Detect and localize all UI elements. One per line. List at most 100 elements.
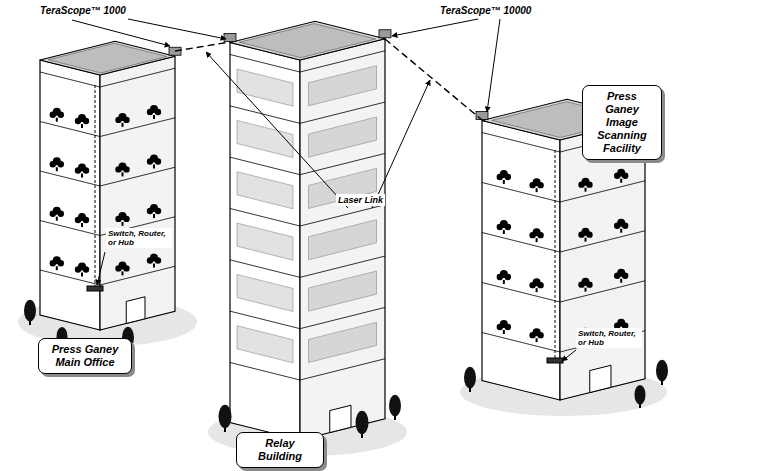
workstation-icon <box>153 115 155 119</box>
roof <box>230 21 385 60</box>
floor-line <box>482 181 645 202</box>
workstation-icon <box>536 288 538 292</box>
workstation-icon <box>75 167 81 173</box>
window-band <box>309 271 377 311</box>
workstation-icon <box>81 124 83 128</box>
workstation-icon <box>529 232 535 238</box>
workstation-icon <box>75 118 81 124</box>
leader-line <box>72 20 170 46</box>
workstation-icon <box>122 172 124 176</box>
building-label: Relay Building <box>236 432 324 468</box>
workstation-icon <box>585 188 587 192</box>
floor-line <box>230 51 385 72</box>
window-band <box>309 322 377 362</box>
workstation-icon <box>115 117 121 123</box>
workstation-icon <box>147 109 153 115</box>
tree <box>24 300 36 322</box>
workstation-icon <box>585 288 587 292</box>
workstation-icon <box>56 167 58 171</box>
tree <box>389 395 401 417</box>
floor-line <box>40 118 175 137</box>
workstation-icon <box>153 214 155 218</box>
terascope-unit <box>224 34 236 42</box>
workstation-icon <box>115 166 121 172</box>
workstation-icon <box>58 161 64 167</box>
workstation-icon <box>122 271 124 275</box>
workstation-icon <box>81 174 83 178</box>
workstation-icon <box>122 123 124 127</box>
workstation-icon <box>83 118 89 124</box>
workstation-icon <box>503 230 505 234</box>
window-band <box>309 66 377 106</box>
workstation-icon <box>58 260 64 266</box>
building-node: Press Ganey Main Office <box>40 36 175 330</box>
workstation-icon <box>153 264 155 268</box>
workstation-icon <box>529 332 535 338</box>
building-face <box>230 43 300 441</box>
workstation-icon <box>537 332 543 338</box>
workstation-icon <box>115 216 121 222</box>
terascope-unit <box>476 112 488 120</box>
tree <box>656 360 668 382</box>
workstation-icon <box>58 112 64 118</box>
workstation-icon <box>155 109 161 115</box>
terascope-unit <box>169 47 181 55</box>
workstation-icon <box>586 181 592 187</box>
tree <box>635 385 646 405</box>
workstation-icon <box>81 223 83 227</box>
floor-line <box>482 231 645 252</box>
leader-line <box>372 80 430 208</box>
workstation-icon <box>622 273 628 279</box>
workstation-icon <box>620 229 622 233</box>
window-band <box>309 117 377 157</box>
workstation-icon <box>123 216 129 222</box>
workstation-icon <box>497 174 503 180</box>
building-face <box>300 39 385 440</box>
workstation-icon <box>155 257 161 263</box>
floor-line <box>230 102 385 123</box>
tree <box>356 411 369 434</box>
workstation-icon <box>75 217 81 223</box>
entrance <box>126 297 145 324</box>
workstation-icon <box>622 223 628 229</box>
workstation-icon <box>75 266 81 272</box>
floor-line <box>40 167 175 186</box>
workstation-icon <box>537 182 543 188</box>
workstation-icon <box>497 274 503 280</box>
window-band <box>237 274 293 311</box>
switch-device <box>547 358 563 363</box>
workstation-icon <box>50 211 56 217</box>
floor-line <box>230 256 385 277</box>
tree <box>219 405 232 428</box>
workstation-icon <box>147 257 153 263</box>
workstation-icon <box>578 181 584 187</box>
window-band <box>237 69 293 106</box>
workstation-icon <box>537 282 543 288</box>
floor-line <box>482 281 645 302</box>
workstation-icon <box>536 188 538 192</box>
window-band <box>237 172 293 209</box>
workstation-icon <box>620 179 622 183</box>
workstation-icon <box>123 166 129 172</box>
workstation-icon <box>586 231 592 237</box>
window-band <box>237 223 293 260</box>
workstation-icon <box>586 281 592 287</box>
workstation-icon <box>497 224 503 230</box>
switch-device <box>87 286 103 291</box>
workstation-icon <box>578 231 584 237</box>
tree <box>464 367 476 389</box>
workstation-icon <box>505 274 511 280</box>
workstation-icon <box>56 217 58 221</box>
workstation-icon <box>585 238 587 242</box>
workstation-icon <box>536 238 538 242</box>
workstation-icon <box>155 158 161 164</box>
workstation-icon <box>614 173 620 179</box>
entrance <box>590 365 611 392</box>
backbone-cable <box>95 85 96 286</box>
workstation-icon <box>115 265 121 271</box>
workstation-icon <box>155 208 161 214</box>
workstation-icon <box>529 282 535 288</box>
building-face <box>100 56 175 330</box>
callout-label: Switch, Router, or Hub <box>576 328 642 348</box>
workstation-icon <box>123 117 129 123</box>
